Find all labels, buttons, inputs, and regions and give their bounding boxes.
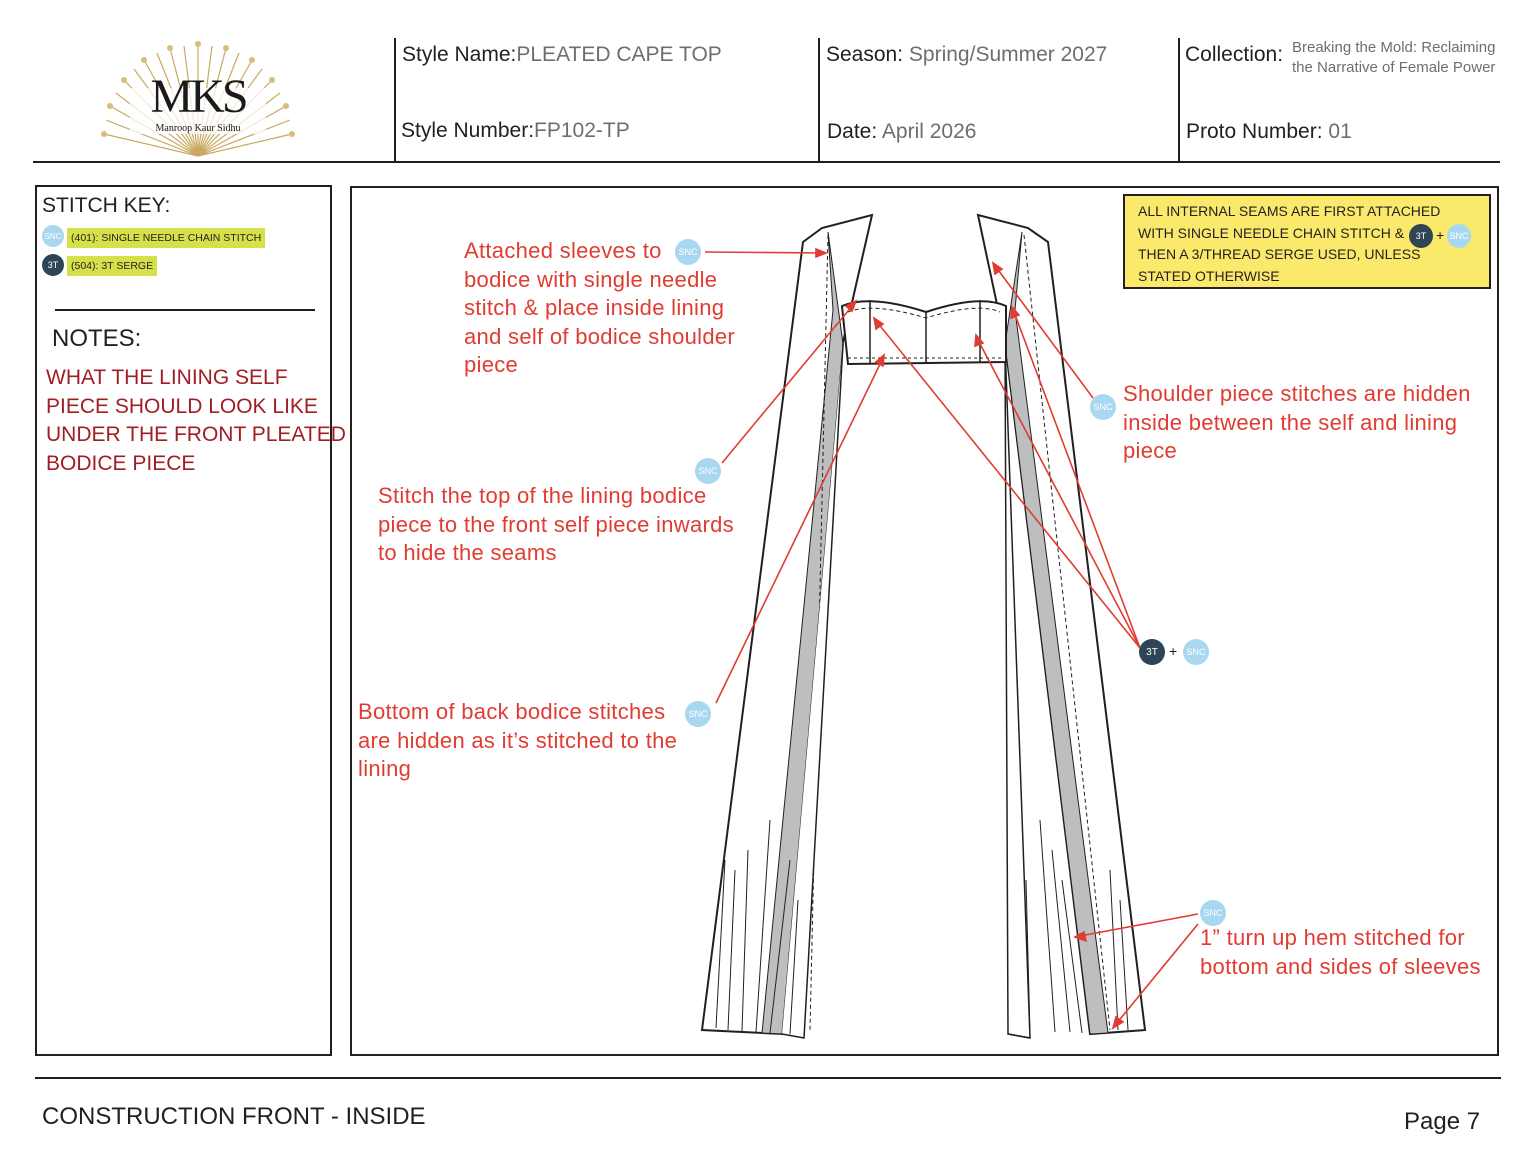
notes-title: NOTES: (52, 325, 142, 352)
snc-badge-icon: SNC (1183, 639, 1209, 665)
season-value: Spring/Summer 2027 (908, 43, 1108, 66)
collection-value: Breaking the Mold: Reclaiming the Narrat… (1292, 39, 1496, 76)
stitch-key-serge-label: (504): 3T SERGE (67, 256, 158, 276)
plus-sign: + (1436, 227, 1445, 243)
stitch-key-title: STITCH KEY: (42, 194, 171, 217)
snc-badge-icon: SNC (1090, 394, 1116, 420)
style-name-field: Style Name:PLEATED CAPE TOP (402, 43, 722, 66)
callout-attached-sleeves: Attached sleeves to bodice with single n… (464, 238, 736, 377)
panel-divider (55, 309, 315, 311)
style-number-field: Style Number:FP102-TP (401, 119, 630, 142)
internal-seams-note: ALL INTERNAL SEAMS ARE FIRST ATTACHED WI… (1123, 194, 1491, 289)
callout-lining-top: Stitch the top of the lining bodice piec… (378, 483, 734, 565)
serge-badge-icon: 3T (1409, 224, 1433, 248)
key-notes-panel (35, 185, 332, 1056)
snc-badge-icon: SNC (695, 458, 721, 484)
callout-back-bodice: Bottom of back bodice stitches are hidde… (358, 699, 678, 781)
proto-value: 01 (1328, 120, 1352, 143)
page-title: CONSTRUCTION FRONT - INSIDE (42, 1103, 426, 1130)
season-field: Season: Spring/Summer 2027 (826, 43, 1108, 66)
style-number-value: FP102-TP (534, 119, 630, 142)
proto-field: Proto Number: 01 (1186, 120, 1352, 143)
logo-monogram: MKS (150, 70, 248, 123)
collection-label: Collection: (1185, 43, 1284, 66)
serge-badge-icon: 3T (42, 254, 64, 276)
date-value: April 2026 (881, 120, 977, 143)
plus-sign: + (1169, 643, 1178, 659)
snc-badge-icon: SNC (675, 239, 701, 265)
style-name-value: PLEATED CAPE TOP (516, 43, 722, 66)
logo-name: Manroop Kaur Sidhu (155, 123, 241, 134)
snc-badge-icon: SNC (685, 701, 711, 727)
snc-badge-icon: SNC (1200, 900, 1226, 926)
stitch-key-snc-label: (401): SINGLE NEEDLE CHAIN STITCH (67, 228, 266, 248)
notes-text: WHAT THE LINING SELF PIECE SHOULD LOOK L… (46, 366, 346, 475)
construction-drawing-frame (350, 186, 1499, 1056)
date-field: Date: April 2026 (827, 120, 977, 143)
serge-badge-icon: 3T (1139, 639, 1165, 665)
snc-badge-icon: SNC (1447, 224, 1471, 248)
brand-logo: MKS Manroop Kaur Sidhu (100, 38, 296, 158)
callout-hem: 1” turn up hem stitched for bottom and s… (1200, 925, 1481, 979)
sunburst-logo-icon (101, 41, 295, 157)
callout-shoulder-piece: Shoulder piece stitches are hidden insid… (1123, 381, 1471, 463)
snc-badge-icon: SNC (42, 225, 64, 247)
page-number: Page 7 (1404, 1108, 1481, 1135)
